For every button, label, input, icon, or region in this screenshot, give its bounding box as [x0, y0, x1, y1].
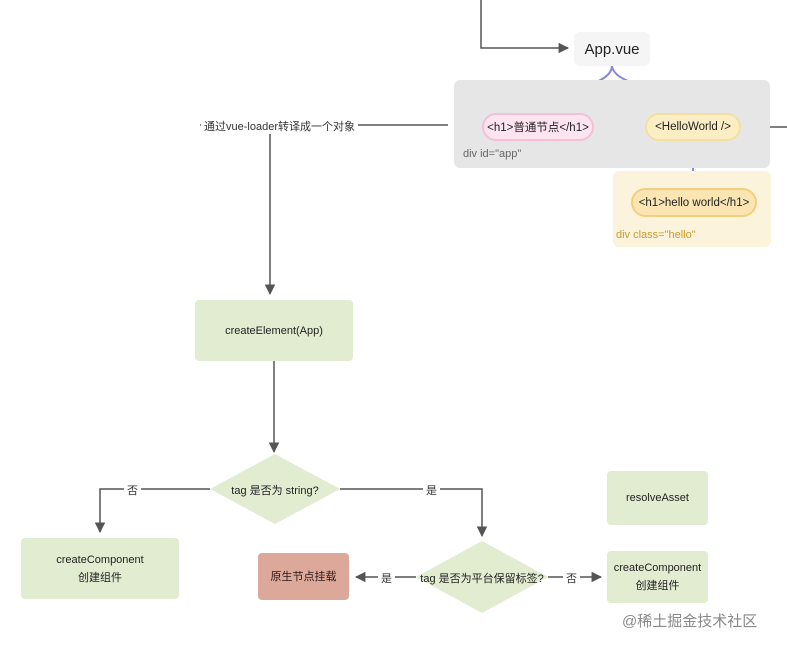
create-component-left-line2: 创建组件 — [78, 571, 122, 584]
create-component-left-line1: createComponent — [56, 553, 144, 566]
h1-hello-world-node: <h1>hello world</h1> — [631, 188, 757, 217]
watermark: @稀土掘金技术社区 — [622, 613, 758, 630]
create-element-label: createElement(App) — [225, 324, 323, 337]
no-label-left: 否 — [124, 482, 141, 498]
arrow-into-app-vue — [480, 0, 570, 54]
arrow-no-to-create-component — [94, 488, 210, 534]
create-component-box-right: createComponent 创建组件 — [607, 551, 708, 603]
decision-string-label: tag 是否为 string? — [231, 485, 319, 497]
arrow-yes-to-decision-platform — [340, 488, 488, 538]
resolve-asset-label: resolveAsset — [626, 492, 689, 504]
create-component-right-line1: createComponent — [613, 562, 702, 574]
vue-loader-label: 通过vue-loader转译成一个对象 — [201, 118, 358, 134]
create-component-box-left: createComponent 创建组件 — [21, 538, 179, 599]
app-vue-node: App.vue — [574, 32, 650, 66]
yes-label-right: 是 — [423, 482, 440, 498]
decision-platform-diamond — [416, 541, 548, 613]
yes-label-native: 是 — [378, 570, 395, 586]
native-mount-box: 原生节点挂载 — [258, 553, 349, 600]
create-component-right-line2: 创建组件 — [635, 580, 680, 592]
native-mount-label: 原生节点挂载 — [270, 570, 337, 583]
decision-string-diamond — [210, 454, 340, 524]
div-app-label: div id="app" — [463, 148, 522, 160]
div-hello-label: div class="hello" — [616, 229, 696, 241]
h1-normal-node: <h1>普通节点</h1> — [482, 113, 594, 141]
helloworld-node: <HelloWorld /> — [645, 113, 741, 141]
no-label-component: 否 — [563, 570, 580, 586]
resolve-asset-box: resolveAsset — [607, 471, 708, 525]
create-element-box: createElement(App) — [195, 300, 353, 361]
decision-platform-label: tag 是否为平台保留标签? — [420, 573, 544, 585]
